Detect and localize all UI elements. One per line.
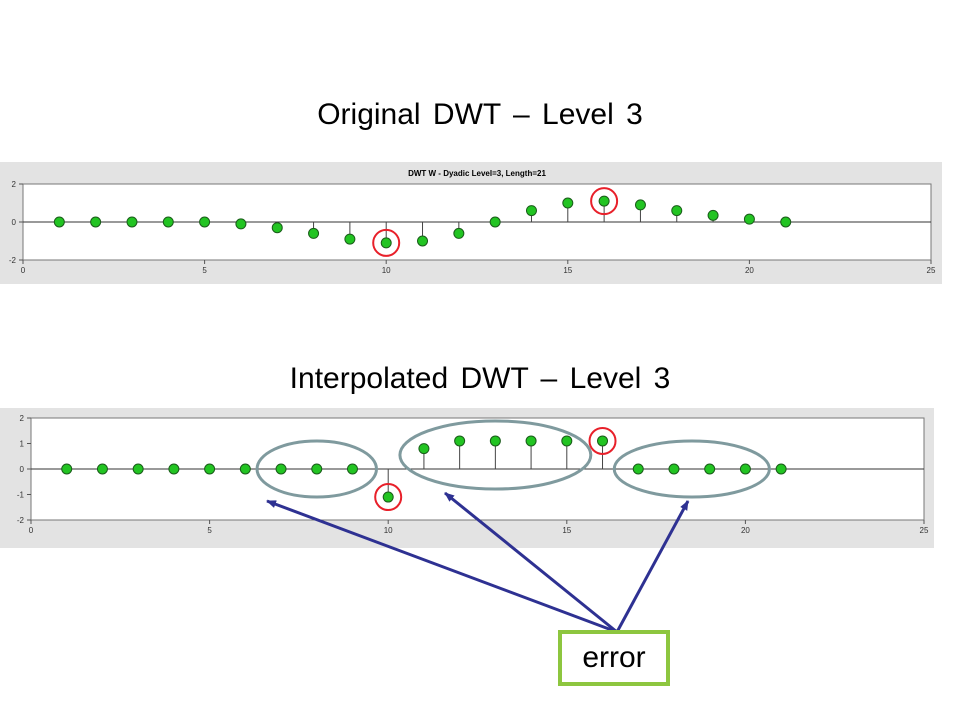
data-point <box>418 443 430 455</box>
x-tick-label: 25 <box>927 266 936 275</box>
data-point <box>275 463 287 475</box>
data-point <box>311 463 323 475</box>
data-point <box>454 435 466 447</box>
y-tick-label: 0 <box>12 218 17 227</box>
highlight-circle <box>374 483 403 512</box>
data-point <box>382 491 394 503</box>
data-point <box>489 435 501 447</box>
data-point <box>739 463 751 475</box>
y-tick-label: 1 <box>20 440 25 449</box>
x-tick-label: 0 <box>21 266 26 275</box>
y-tick-label: -1 <box>17 491 25 500</box>
data-point <box>632 463 644 475</box>
data-point <box>453 227 465 239</box>
data-point <box>308 227 320 239</box>
data-point <box>598 195 610 207</box>
error-arrow <box>444 491 618 634</box>
x-tick-label: 15 <box>562 526 571 535</box>
original-dwt-title: Original DWT – Level 3 <box>317 98 643 131</box>
data-point <box>239 463 251 475</box>
data-point <box>61 463 73 475</box>
data-point <box>199 216 211 228</box>
data-point <box>168 463 180 475</box>
data-point <box>707 209 719 221</box>
data-point <box>380 237 392 249</box>
x-tick-label: 10 <box>384 526 393 535</box>
data-point <box>562 197 574 209</box>
data-point <box>561 435 573 447</box>
y-tick-label: -2 <box>17 516 25 525</box>
x-tick-label: 5 <box>202 266 207 275</box>
highlight-circle <box>590 187 619 216</box>
data-point <box>668 463 680 475</box>
data-point <box>271 222 283 234</box>
data-point <box>489 216 501 228</box>
error-group-ellipse <box>398 419 593 491</box>
error-label: error <box>582 641 646 674</box>
data-point <box>597 435 609 447</box>
plot-title: DWT W - Dyadic Level=3, Length=21 <box>408 169 546 178</box>
error-arrow <box>615 500 690 633</box>
data-point <box>671 205 683 217</box>
error-group-ellipse <box>612 439 771 499</box>
data-point <box>525 205 537 217</box>
error-arrow <box>266 499 618 634</box>
x-tick-label: 15 <box>563 266 572 275</box>
data-point <box>346 463 358 475</box>
y-tick-label: -2 <box>9 256 17 265</box>
data-point <box>90 216 102 228</box>
data-point <box>634 199 646 211</box>
data-point <box>743 213 755 225</box>
data-point <box>126 216 138 228</box>
y-tick-label: 0 <box>20 465 25 474</box>
data-point <box>132 463 144 475</box>
data-point <box>204 463 216 475</box>
data-point <box>53 216 65 228</box>
highlight-circle <box>588 426 617 455</box>
data-point <box>775 463 787 475</box>
data-point <box>780 216 792 228</box>
data-point <box>162 216 174 228</box>
data-point <box>417 235 429 247</box>
data-point <box>344 233 356 245</box>
data-point <box>235 218 247 230</box>
x-tick-label: 25 <box>920 526 929 535</box>
data-point <box>704 463 716 475</box>
data-point <box>525 435 537 447</box>
y-tick-label: 2 <box>12 180 17 189</box>
x-tick-label: 20 <box>741 526 750 535</box>
y-tick-label: 2 <box>20 414 25 423</box>
x-tick-label: 5 <box>207 526 212 535</box>
interpolated-dwt-title: Interpolated DWT – Level 3 <box>289 362 671 395</box>
original-dwt-plot: DWT W - Dyadic Level=3, Length=21 0 5 10 15 2… <box>0 162 942 284</box>
data-point <box>96 463 108 475</box>
x-tick-label: 0 <box>29 526 34 535</box>
x-tick-label: 10 <box>382 266 391 275</box>
error-label-box: error <box>558 630 670 686</box>
error-arrows <box>266 491 690 634</box>
error-group-ellipse <box>255 439 378 499</box>
highlight-circle <box>372 228 401 257</box>
x-tick-label: 20 <box>745 266 754 275</box>
